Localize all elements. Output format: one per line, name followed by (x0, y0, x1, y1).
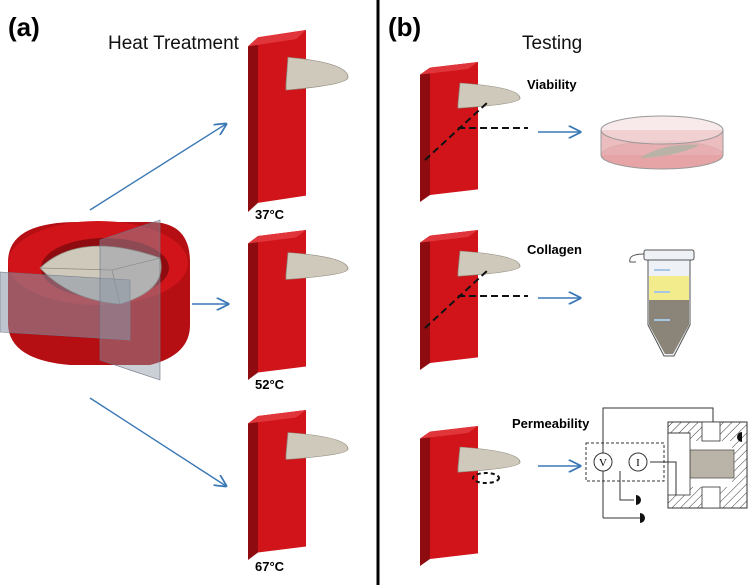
slab-67 (247, 409, 349, 561)
arrow-to-37 (89, 124, 226, 211)
test-label-permeability: Permeability (512, 416, 590, 431)
tube-icon (629, 249, 695, 357)
punch-outline (472, 472, 500, 484)
temp-label-67: 67°C (255, 559, 285, 574)
test-label-collagen: Collagen (527, 242, 582, 257)
ammeter-icon (628, 452, 648, 472)
panel-b-label: (b) (388, 12, 421, 42)
slab-collagen (419, 229, 521, 371)
voltmeter-icon (593, 452, 613, 472)
cut-lines-viability (424, 101, 528, 161)
diffusion-chamber-diagram: V I (585, 407, 748, 523)
temp-label-37: 37°C (255, 207, 285, 222)
test-label-viability: Viability (527, 77, 577, 92)
petri-dish-icon (600, 115, 724, 170)
panel-b-title: Testing (522, 33, 582, 54)
panel-a-title: Heat Treatment (108, 33, 240, 54)
temp-label-52: 52°C (255, 377, 285, 392)
panel-a-label: (a) (8, 12, 40, 42)
slab-permeability (419, 425, 521, 567)
arrow-to-67 (89, 397, 226, 486)
ammeter-symbol: I (636, 457, 640, 469)
slab-viability (419, 61, 521, 203)
cut-lines-collagen (424, 269, 528, 329)
tissue-ring (0, 219, 190, 381)
slab-52 (247, 229, 349, 381)
voltmeter-symbol: V (599, 457, 607, 469)
slab-37 (247, 29, 349, 213)
